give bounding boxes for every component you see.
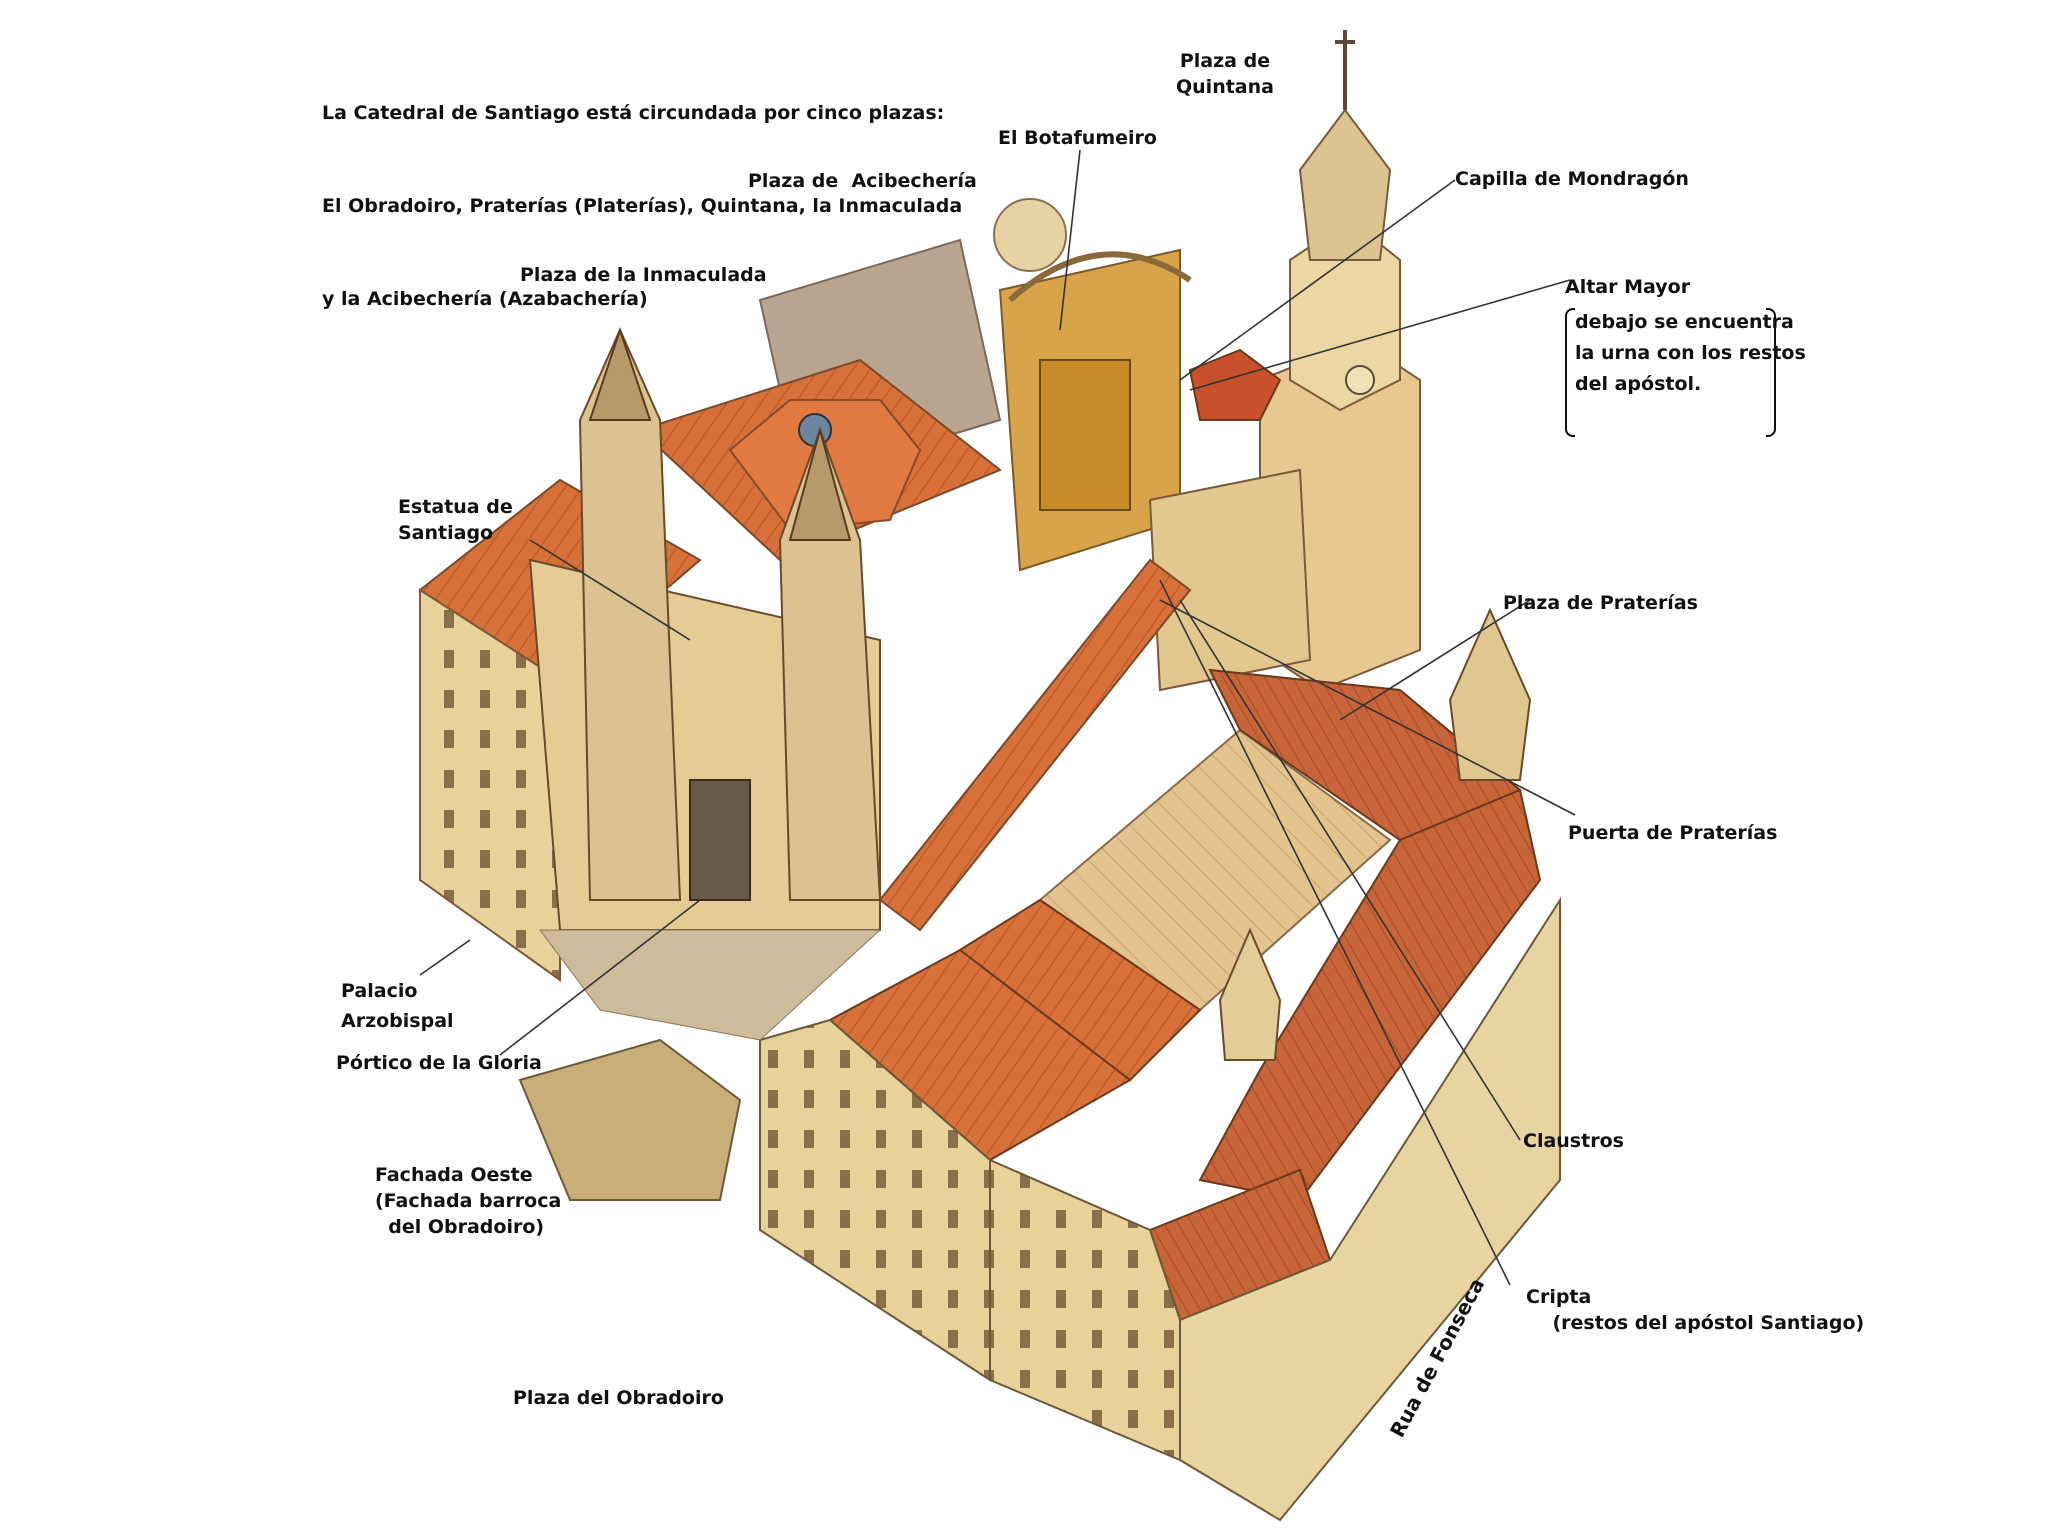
nave-roof-long [878, 558, 1192, 932]
choir-vault [1008, 251, 1192, 303]
intro-line-2: El Obradoiro, Praterías (Platerías), Qui… [322, 195, 963, 217]
label-plaza-obradoiro: Plaza del Obradoiro [513, 1387, 724, 1409]
botafumeiro-dome [993, 198, 1067, 272]
label-plaza-inmaculada: Plaza de la Inmaculada [520, 264, 767, 286]
label-palacio-arzobispal: Palacio Arzobispal [341, 980, 454, 1032]
label-claustros: Claustros [1523, 1130, 1624, 1152]
label-capilla-mondragon: Capilla de Mondragón [1455, 168, 1689, 190]
intro-line-3: y la Acibechería (Azabachería) [322, 288, 648, 310]
label-botafumeiro: El Botafumeiro [998, 127, 1157, 149]
label-altar-mayor: Altar Mayor [1565, 276, 1691, 298]
portico-door [689, 779, 751, 901]
intro-text: La Catedral de Santiago está circundada … [322, 36, 962, 377]
front-wall-right [1179, 896, 1561, 1522]
label-plaza-quintana: Plaza de Quintana [1176, 50, 1274, 98]
label-altar-note: debajo se encuentra la urna con los rest… [1575, 311, 1806, 395]
label-puerta-praterias: Puerta de Praterías [1568, 822, 1778, 844]
label-plaza-acibecheria: Plaza de Acibechería [748, 170, 977, 192]
left-tower [578, 327, 682, 901]
label-portico-gloria: Pórtico de la Gloria [336, 1052, 542, 1074]
front-wall-middle [989, 1158, 1181, 1462]
label-plaza-praterias: Plaza de Praterías [1503, 592, 1698, 614]
leader-lines [419, 149, 1576, 1286]
right-tower [778, 427, 882, 901]
staircase [518, 1038, 742, 1201]
clock-tower-dome [1298, 108, 1392, 261]
label-cripta: Cripta (restos del apóstol Santiago) [1526, 1286, 1865, 1334]
clock-face [1345, 365, 1375, 395]
right-spire [788, 426, 852, 541]
cloister-small-tower [1218, 927, 1282, 1061]
altar-note-brace-left [1565, 308, 1575, 437]
altar-retablo [1039, 359, 1131, 511]
intro-line-1: La Catedral de Santiago está circundada … [322, 102, 945, 124]
mondragon-dome [1188, 348, 1282, 421]
palacio-wall [419, 588, 561, 982]
cloister-tower [1448, 607, 1532, 781]
left-spire [588, 326, 652, 421]
label-estatua-santiago: Estatua de Santiago [398, 496, 513, 544]
label-fachada-oeste: Fachada Oeste (Fachada barroca del Obrad… [375, 1164, 562, 1238]
altar-note-brace-right [1766, 308, 1776, 437]
